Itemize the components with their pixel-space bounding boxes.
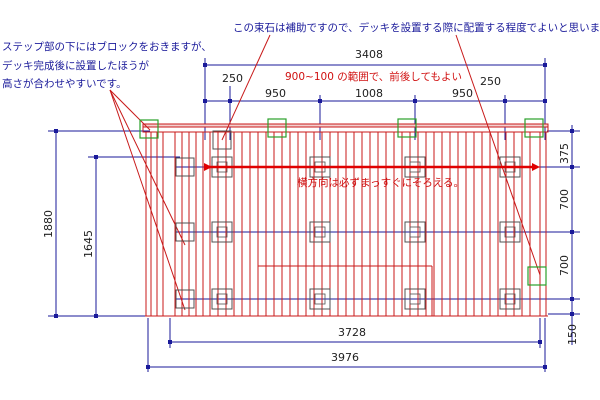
dim-bottom-inner-width: 3728 [338,326,366,339]
auxiliary-blocks [139,118,547,286]
deck-frame [142,123,549,317]
dim-right-top-offset: 375 [558,143,571,164]
foundation-stone [175,157,195,177]
note-step-blocks-line-2: デッキ完成後に設置したほうが [2,60,149,72]
dim-span-left: 950 [265,87,286,100]
aux-block-middle-left [267,118,287,138]
foundation-stones [175,130,521,310]
note-horizontal-alignment: 横方向は必ずまっすぐにそろえる。 [297,177,465,189]
dim-top-total: 3408 [355,48,383,61]
dim-right-row-spacing-2: 700 [558,255,571,276]
dimension-ticks [54,63,574,369]
foundation-stone [175,289,195,309]
foundation-stone [212,130,232,150]
foundation-stone [404,288,426,310]
dim-right-row-spacing-1: 700 [558,189,571,210]
deck-joists [156,132,531,316]
foundation-stone [309,288,331,310]
dim-top-left-edge: 250 [222,72,243,85]
foundation-stone [175,222,195,242]
foundation-stone [211,221,233,243]
dim-left-inner-height: 1645 [82,230,95,258]
note-step-blocks-line-3: 高さが合わせやすいです。 [2,78,127,90]
dim-top-right-edge: 250 [480,75,501,88]
note-auxiliary-stones: この束石は補助ですので、デッキを設置する際に配置する程度でよいと思います。 [233,22,600,34]
dim-left-outer-height: 1880 [42,210,55,238]
aux-block-right [524,118,544,138]
dim-bottom-outer-width: 3976 [331,351,359,364]
dim-span-middle: 1008 [355,87,383,100]
foundation-stone [499,221,521,243]
note-span-range: 900~100 の範囲で、前後してもよい [285,71,462,83]
leader-lines [109,34,541,311]
foundation-stone [404,221,426,243]
note-step-blocks-line-1: ステップ部の下にはブロックをおきますが、 [2,41,212,53]
dim-span-right: 950 [452,87,473,100]
aux-block-middle-right [397,118,417,138]
foundation-stone [309,221,331,243]
foundation-stone [499,288,521,310]
aux-block-left [139,119,159,139]
dim-right-bottom-offset: 150 [566,324,579,345]
aux-block-step [527,266,547,286]
foundation-stone [211,288,233,310]
